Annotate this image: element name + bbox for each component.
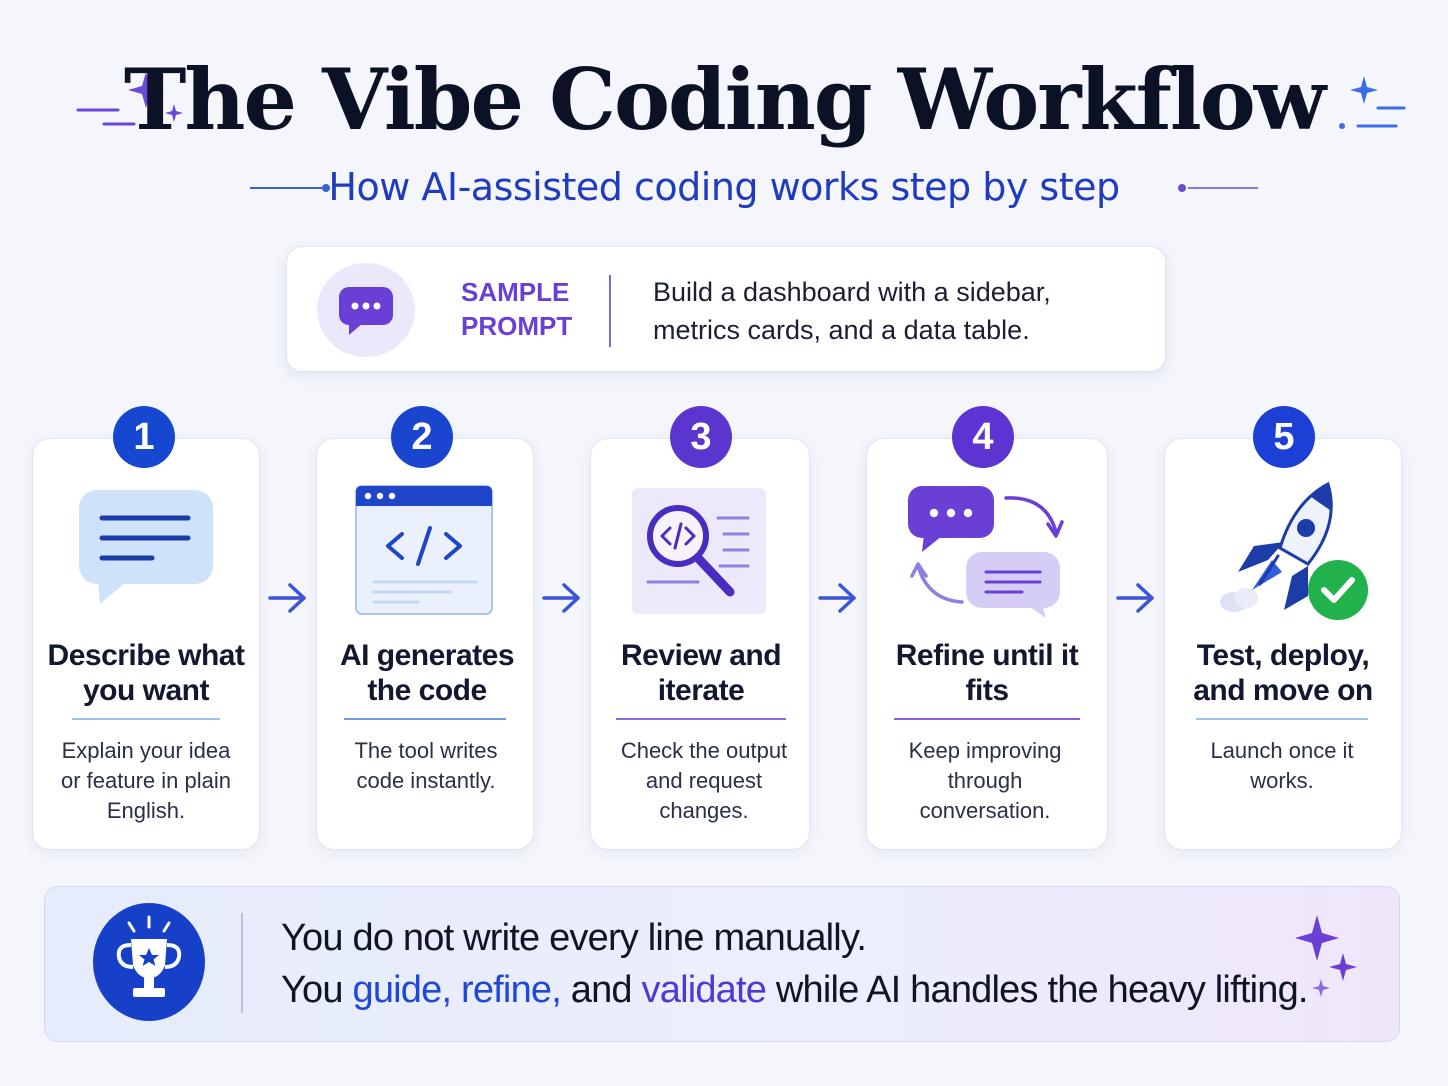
step-number-5: 5	[1253, 406, 1315, 468]
code-search-icon	[632, 488, 766, 614]
step-divider-5	[1196, 718, 1368, 720]
sample-prompt-card: SAMPLE PROMPT Build a dashboard with a s…	[286, 246, 1166, 372]
step-desc-1: Explain your idea or feature in plain En…	[61, 738, 231, 823]
summary-banner: You do not write every line manually. Yo…	[44, 886, 1400, 1042]
prompt-label: SAMPLE PROMPT	[461, 277, 573, 341]
banner-text: and	[561, 969, 642, 1011]
step-card-5	[1164, 438, 1402, 850]
subtitle-right-line	[1178, 184, 1258, 192]
step-number-4: 4	[952, 406, 1014, 468]
code-window-icon	[355, 485, 493, 615]
step-title-1: Describe what you want	[47, 639, 245, 707]
step-desc-3: Check the output and request changes.	[620, 738, 788, 823]
banner-highlight-validate: validate	[641, 969, 767, 1011]
arrow-right-icon	[542, 583, 580, 613]
trophy-icon	[116, 915, 182, 997]
banner-line-2: You guide, refine, and validate while AI…	[281, 965, 1308, 1015]
chat-dots-icon	[339, 287, 393, 335]
step-number-1: 1	[113, 406, 175, 468]
step-title-2: AI generates the code	[339, 639, 515, 707]
step-divider-3	[616, 718, 786, 720]
step-title-3: Review and iterate	[620, 639, 782, 707]
step-title-5: Test, deploy, and move on	[1193, 639, 1373, 707]
step-divider-1	[72, 718, 220, 720]
rocket-check-icon	[1220, 481, 1368, 620]
page-title: The Vibe Coding Workflow	[123, 50, 1326, 149]
step-desc-5: Launch once it works.	[1210, 738, 1354, 793]
step-divider-2	[344, 718, 506, 720]
prompt-icon-background	[317, 263, 415, 357]
sparkles-icon	[1295, 915, 1357, 997]
trophy-background	[93, 903, 205, 1021]
step-desc-4: Keep improving through conversation.	[908, 738, 1062, 823]
subtitle-left-line	[250, 184, 330, 192]
prompt-text: Build a dashboard with a sidebar, metric…	[653, 277, 1051, 345]
step-number-2: 2	[391, 406, 453, 468]
step-title-4: Refine until it fits	[895, 639, 1079, 707]
step-number-3: 3	[670, 406, 732, 468]
banner-highlight-guide: guide, refine,	[352, 969, 561, 1011]
step-desc-2: The tool writes code instantly.	[354, 738, 498, 793]
chat-bubble-icon	[79, 490, 213, 604]
banner-text: You	[281, 969, 353, 1011]
banner-text: while AI handles the heavy lifting.	[766, 969, 1309, 1011]
arrow-right-icon	[1116, 583, 1154, 613]
sparkle-right-icon	[1339, 76, 1406, 129]
sparkle-left-icon	[76, 72, 183, 126]
conversation-cycle-icon	[908, 486, 1064, 618]
arrow-right-icon	[818, 583, 856, 613]
arrow-right-icon	[268, 583, 306, 613]
banner-line-1: You do not write every line manually.	[281, 917, 867, 959]
prompt-divider	[609, 275, 611, 347]
page-subtitle: How AI-assisted coding works step by ste…	[328, 165, 1120, 209]
banner-divider	[241, 913, 243, 1013]
step-divider-4	[894, 718, 1080, 720]
